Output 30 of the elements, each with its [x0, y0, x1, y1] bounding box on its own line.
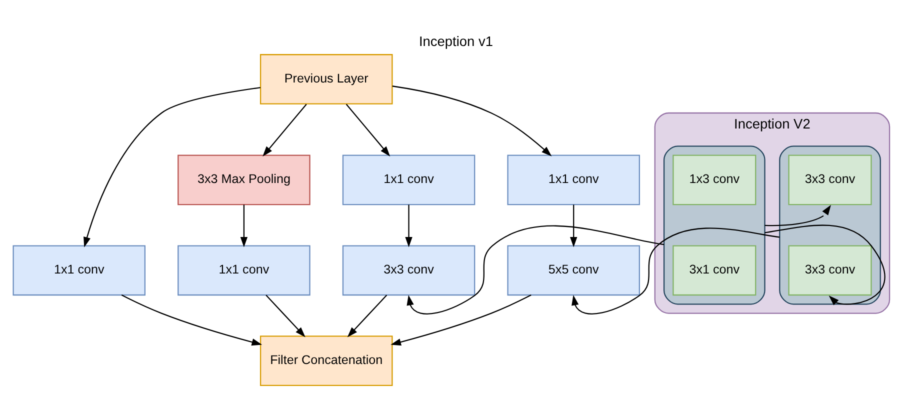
- node-box: 3x1 conv: [672, 245, 756, 296]
- arrow: [764, 224, 886, 306]
- arrow: [406, 225, 664, 314]
- arrow: [240, 204, 248, 248]
- arrow: [262, 104, 307, 157]
- arrow: [764, 204, 831, 226]
- cluster: [663, 146, 766, 305]
- node-box: 1x1 conv: [342, 154, 476, 206]
- node-box: 1x1 conv: [178, 245, 310, 296]
- arrow: [121, 294, 262, 346]
- node-box: 3x3 Max Pooling: [178, 154, 310, 206]
- node-box: 1x3 conv: [672, 154, 756, 206]
- node-box: 3x3 conv: [788, 154, 872, 206]
- node-box: Filter Concatenation: [260, 336, 393, 386]
- node-box: 3x3 conv: [342, 245, 476, 296]
- node-box: 5x5 conv: [507, 245, 640, 296]
- arrow: [405, 204, 412, 248]
- arrow: [266, 294, 306, 338]
- arrow: [572, 228, 780, 314]
- diagram-title: Inception v1: [419, 34, 493, 50]
- arrow: [84, 87, 260, 248]
- node-box: Previous Layer: [260, 54, 393, 104]
- arrow: [346, 104, 390, 157]
- arrow: [392, 86, 552, 156]
- arrow: [347, 294, 388, 338]
- node-box: 1x1 conv: [507, 154, 640, 206]
- arrow: [570, 204, 578, 248]
- node-box: 1x1 conv: [12, 245, 146, 296]
- node-box: 3x3 conv: [788, 245, 872, 296]
- arrow: [390, 294, 532, 346]
